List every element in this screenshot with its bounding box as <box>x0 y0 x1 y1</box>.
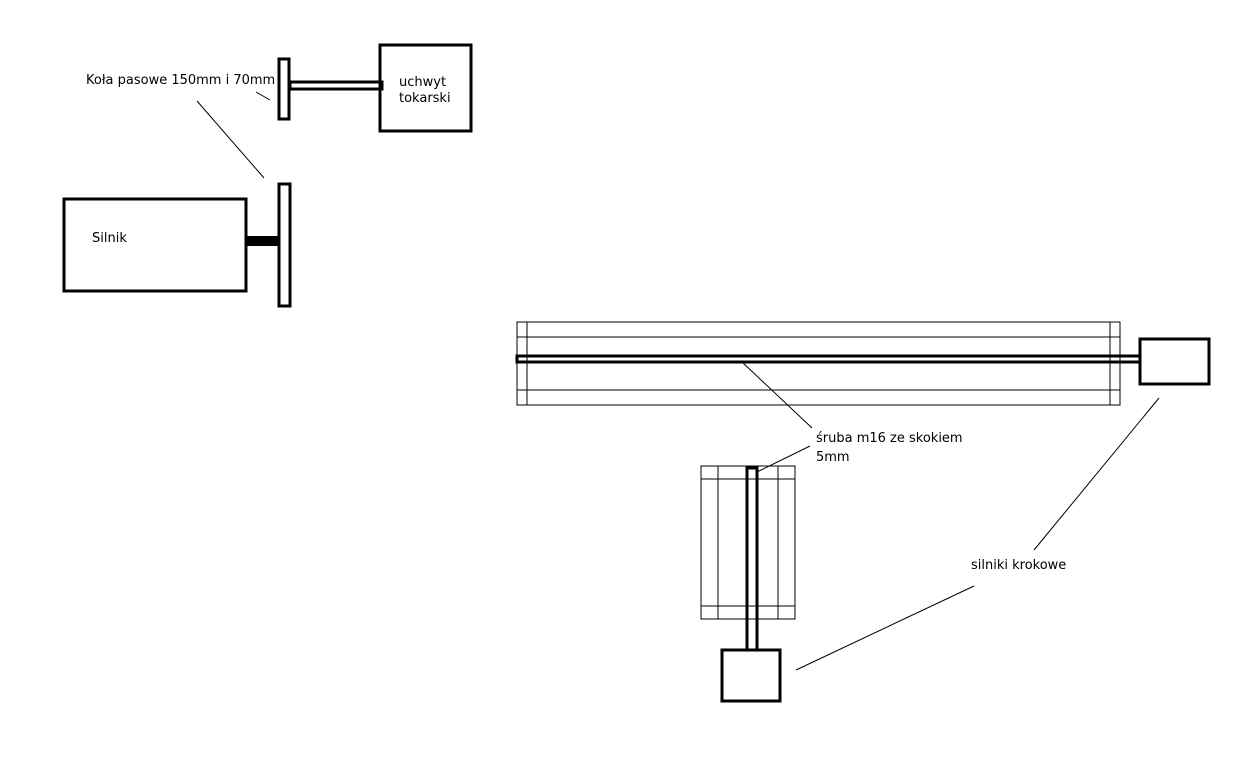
large-pulley <box>277 182 292 308</box>
spindle-drive-group: Silnik uchwyt tokarski Koła pasowe 150mm… <box>62 43 473 308</box>
vertical-lead-screw <box>745 466 759 652</box>
pulleys-leader-line-upper <box>255 91 271 101</box>
spindle-shaft <box>288 80 384 91</box>
vertical-axis-group <box>700 465 796 703</box>
screw-label-line1: śruba m16 ze skokiem <box>816 431 963 446</box>
pulleys-label: Koła pasowe 150mm i 70mm <box>86 73 275 88</box>
chuck-box <box>378 43 473 133</box>
steppers-label: silniki krokowe <box>971 558 1066 573</box>
small-pulley <box>277 57 291 121</box>
steppers-leader-line-vertical <box>795 585 975 671</box>
annotations-group: śruba m16 ze skokiem 5mm silniki krokowe <box>741 361 1160 671</box>
pulleys-leader-line-lower <box>196 100 265 179</box>
motor-shaft <box>246 236 279 246</box>
screw-label-line2: 5mm <box>816 450 850 465</box>
steppers-leader-line-horizontal <box>1033 397 1160 551</box>
horizontal-stepper-motor-box <box>1138 337 1211 386</box>
horizontal-lead-screw <box>515 354 1142 364</box>
motor-label: Silnik <box>92 231 127 246</box>
screw-leader-line-horizontal <box>741 361 813 429</box>
chuck-label-line1: uchwyt <box>399 75 446 90</box>
chuck-label-line2: tokarski <box>399 91 451 106</box>
screw-leader-line-vertical <box>756 445 811 473</box>
vertical-stepper-motor-box <box>720 648 782 703</box>
horizontal-axis-group <box>515 321 1211 406</box>
